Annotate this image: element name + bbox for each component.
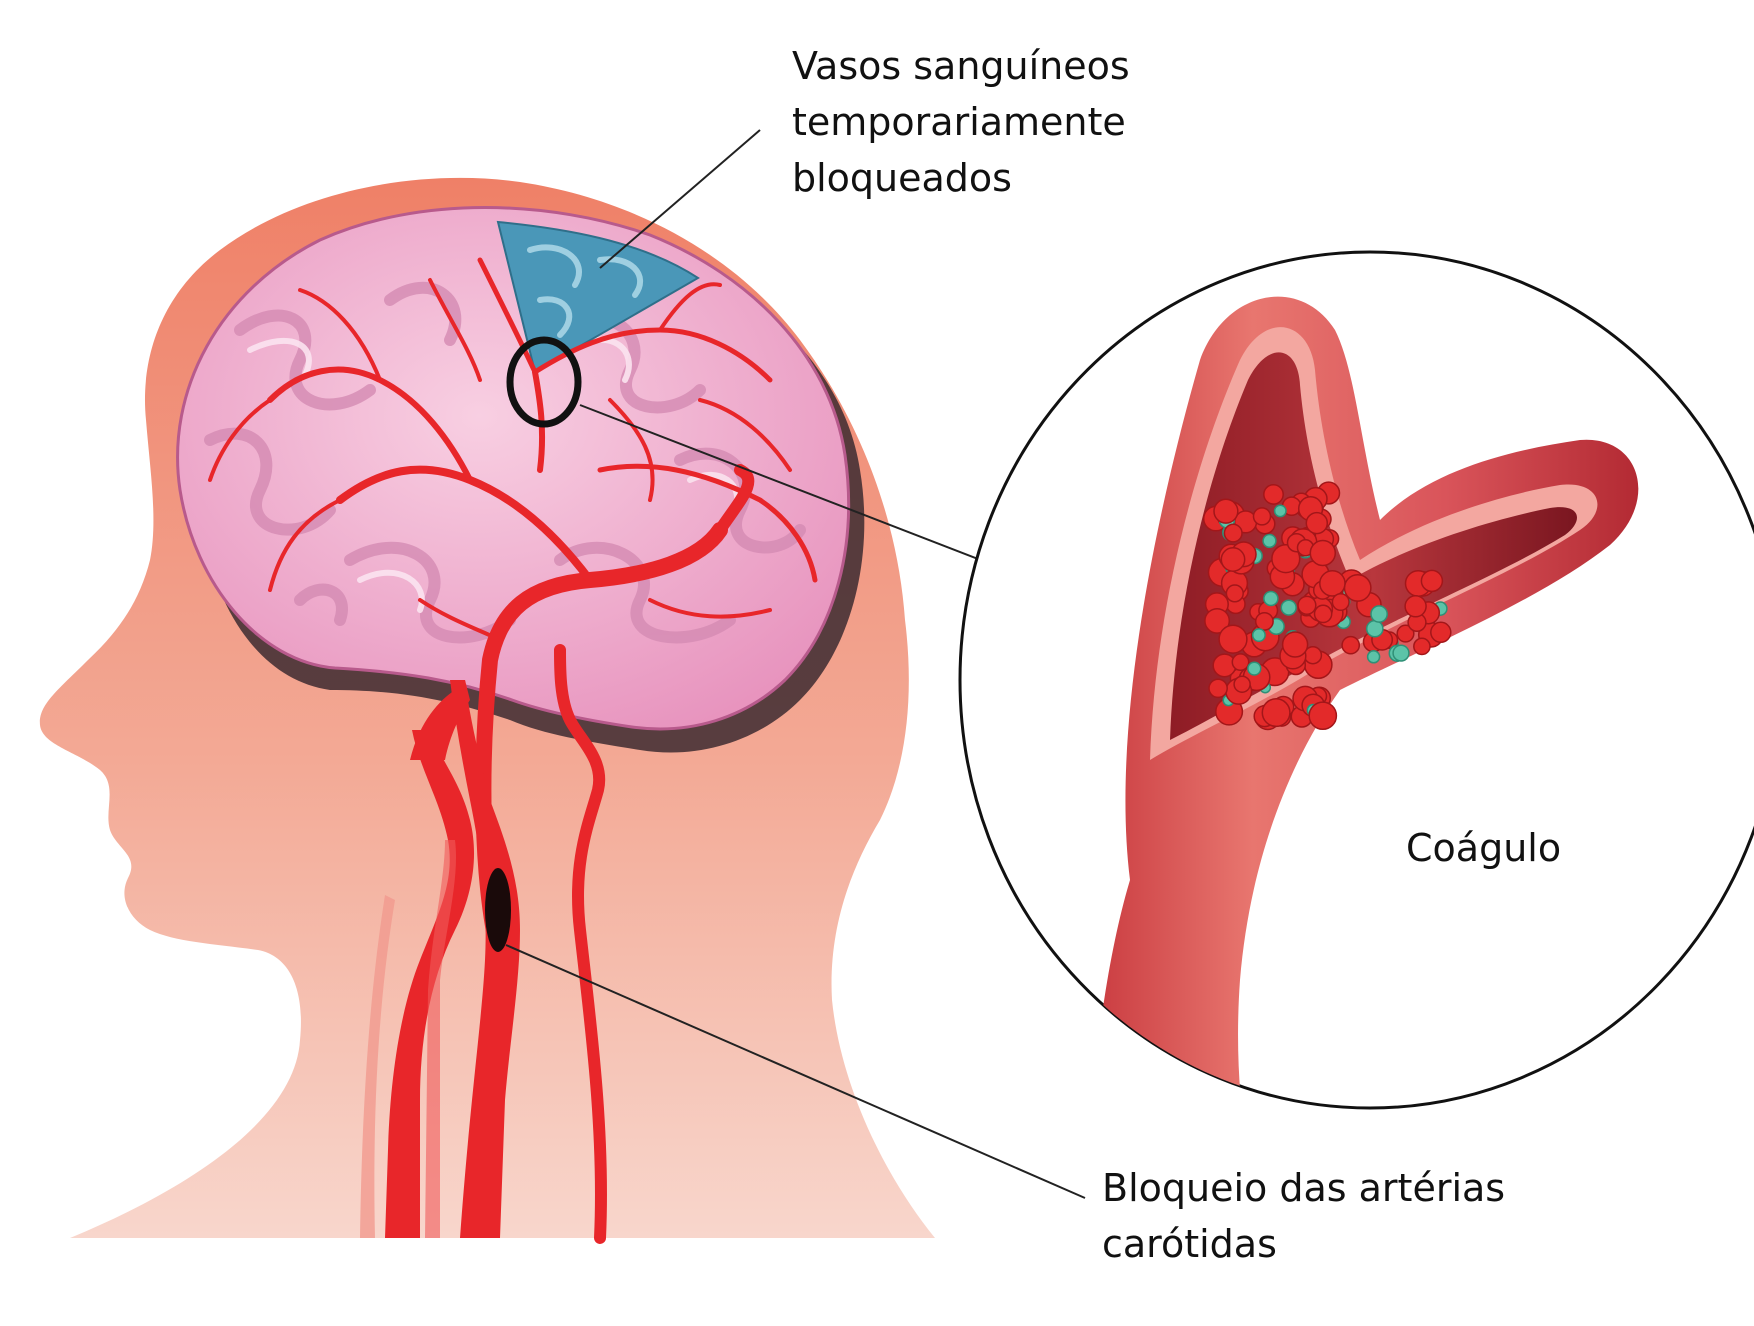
blocked-vessels-label: Vasos sanguíneos temporariamente bloquea… — [792, 44, 1130, 200]
carotid-artery — [360, 680, 520, 1238]
red-blood-cell — [1281, 631, 1309, 658]
blocked-region — [496, 220, 700, 374]
highlight-circle — [506, 336, 582, 428]
red-blood-cell — [1252, 507, 1272, 526]
carotid-blockage — [485, 868, 511, 952]
platelet — [1370, 605, 1388, 623]
red-blood-cell — [1309, 539, 1337, 567]
red-blood-cell — [1208, 678, 1228, 699]
red-blood-cell — [1343, 573, 1372, 602]
red-blood-cell — [1261, 698, 1291, 728]
clot — [1202, 481, 1452, 731]
red-blood-cell — [1341, 635, 1361, 655]
clot-label: Coágulo — [1406, 826, 1562, 870]
red-blood-cell — [1404, 595, 1427, 618]
red-blood-cell — [1305, 511, 1329, 535]
red-blood-cell — [1220, 547, 1246, 572]
platelet — [1262, 533, 1277, 549]
platelet — [1366, 650, 1381, 664]
red-blood-cell — [1430, 621, 1452, 644]
red-blood-cell — [1396, 624, 1415, 643]
platelet — [1251, 628, 1266, 643]
red-blood-cell — [1223, 523, 1243, 543]
platelet — [1365, 619, 1384, 638]
red-blood-cell — [1331, 592, 1350, 612]
carotid-blockage-label: Bloqueio das artérias carótidas — [1102, 1166, 1506, 1266]
red-blood-cell — [1263, 483, 1284, 505]
platelet — [1280, 599, 1297, 616]
platelet — [1392, 644, 1410, 662]
red-blood-cell — [1213, 498, 1239, 524]
red-blood-cell — [1313, 604, 1333, 624]
red-blood-cell — [1254, 611, 1274, 631]
red-blood-cell — [1308, 701, 1338, 731]
platelet — [1273, 504, 1287, 518]
red-blood-cell — [1233, 675, 1251, 693]
red-blood-cell — [1204, 607, 1231, 634]
red-blood-cell — [1225, 584, 1244, 603]
platelet — [1247, 661, 1262, 676]
red-blood-cell — [1218, 624, 1248, 654]
red-blood-cell — [1413, 637, 1431, 656]
red-blood-cell — [1271, 544, 1301, 574]
vessel-inset — [958, 250, 1754, 1110]
red-blood-cell — [1420, 569, 1444, 593]
platelet — [1263, 590, 1279, 607]
red-blood-cell — [1319, 570, 1346, 597]
red-blood-cell — [1297, 595, 1317, 615]
red-blood-cell — [1231, 653, 1250, 672]
